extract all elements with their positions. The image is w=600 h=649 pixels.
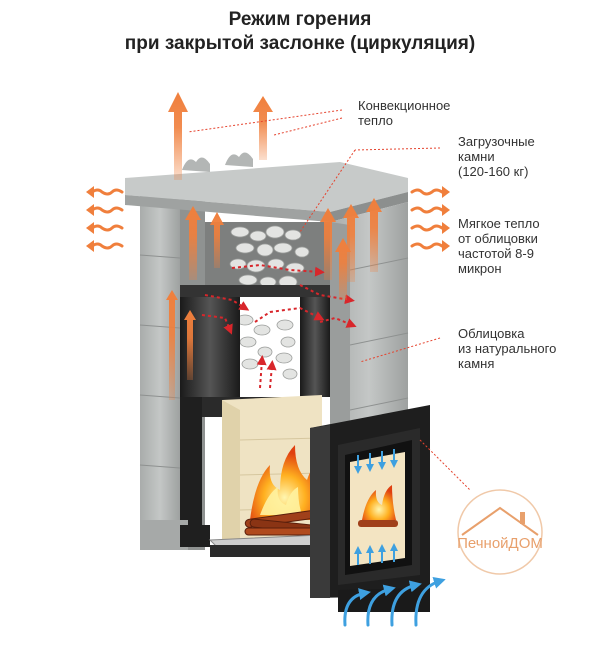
title-line-1: Режим горения — [228, 9, 372, 30]
radiant-heat-arrows-right — [410, 186, 450, 252]
firewood-logs — [244, 510, 316, 536]
callout-convection: Конвекционное тепло — [358, 98, 451, 128]
fire-flames — [250, 445, 319, 520]
callout-leaders — [187, 109, 471, 491]
door-glass — [350, 452, 405, 566]
convection-arrows-inner — [166, 92, 382, 400]
radiant-heat-arrows-left — [86, 186, 124, 252]
loading-stones — [229, 225, 310, 380]
brand-logo: ПечнойДОМ — [457, 489, 543, 575]
callout-cladding: Облицовка из натурального камня — [458, 326, 557, 371]
callout-soft-heat: Мягкое тепло от облицовки частотой 8-9 м… — [458, 216, 540, 276]
callout-stones: Загрузочные камни (120-160 кг) — [458, 134, 535, 179]
door-air-arrows — [354, 449, 398, 565]
stove-base — [140, 520, 342, 557]
logo-text: ПечнойДОМ — [457, 535, 543, 552]
intake-air-arrows — [343, 577, 446, 627]
title-line-2: при закрытой заслонке (циркуляция) — [124, 33, 476, 54]
diagram-title: Режим горения при закрытой заслонке (цир… — [0, 8, 600, 56]
stone-cladding-left — [139, 190, 181, 550]
